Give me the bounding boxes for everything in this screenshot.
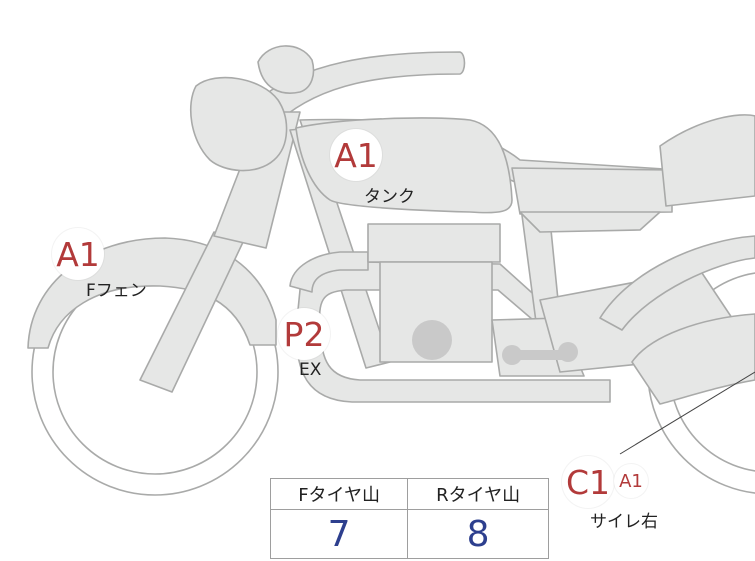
tire-table-value-row: 7 8 bbox=[269, 509, 549, 559]
marker-exhaust-code: P2 bbox=[278, 308, 330, 360]
headlight bbox=[190, 76, 288, 172]
seat bbox=[511, 167, 673, 215]
handlebar bbox=[247, 51, 466, 121]
rear-tire-value: 8 bbox=[407, 509, 549, 559]
engine-cover bbox=[412, 320, 452, 360]
footpeg bbox=[508, 350, 570, 360]
seat-bottom bbox=[519, 211, 661, 233]
marker-tank-code: A1 bbox=[330, 129, 382, 181]
marker-right-silencer-subcode: A1 bbox=[614, 464, 648, 498]
marker-right-silencer-label: サイレ右 bbox=[590, 512, 658, 532]
tire-table-header-row: Fタイヤ山 Rタイヤ山 bbox=[269, 478, 549, 510]
seat-tail bbox=[659, 114, 755, 207]
fork-cap bbox=[257, 45, 315, 94]
front-tire-value: 7 bbox=[269, 509, 409, 559]
rear-tire-header: Rタイヤ山 bbox=[407, 478, 549, 510]
footpeg-right bbox=[558, 342, 578, 362]
rear-silencer bbox=[631, 313, 755, 405]
front-tire-header: Fタイヤ山 bbox=[269, 478, 409, 510]
tire-tread-table: Fタイヤ山 Rタイヤ山 7 8 bbox=[269, 478, 549, 559]
leader-line bbox=[619, 371, 755, 455]
rear-shock bbox=[599, 235, 755, 331]
footpeg-left bbox=[502, 345, 522, 365]
marker-front-fender-label: Fフェン bbox=[86, 281, 147, 301]
marker-right-silencer-code: C1 bbox=[562, 456, 614, 508]
marker-front-fender-code: A1 bbox=[52, 228, 104, 280]
engine-head bbox=[367, 223, 501, 263]
engine-block bbox=[379, 261, 493, 363]
marker-tank-label: タンク bbox=[364, 187, 415, 207]
marker-exhaust-label: EX bbox=[299, 360, 322, 380]
